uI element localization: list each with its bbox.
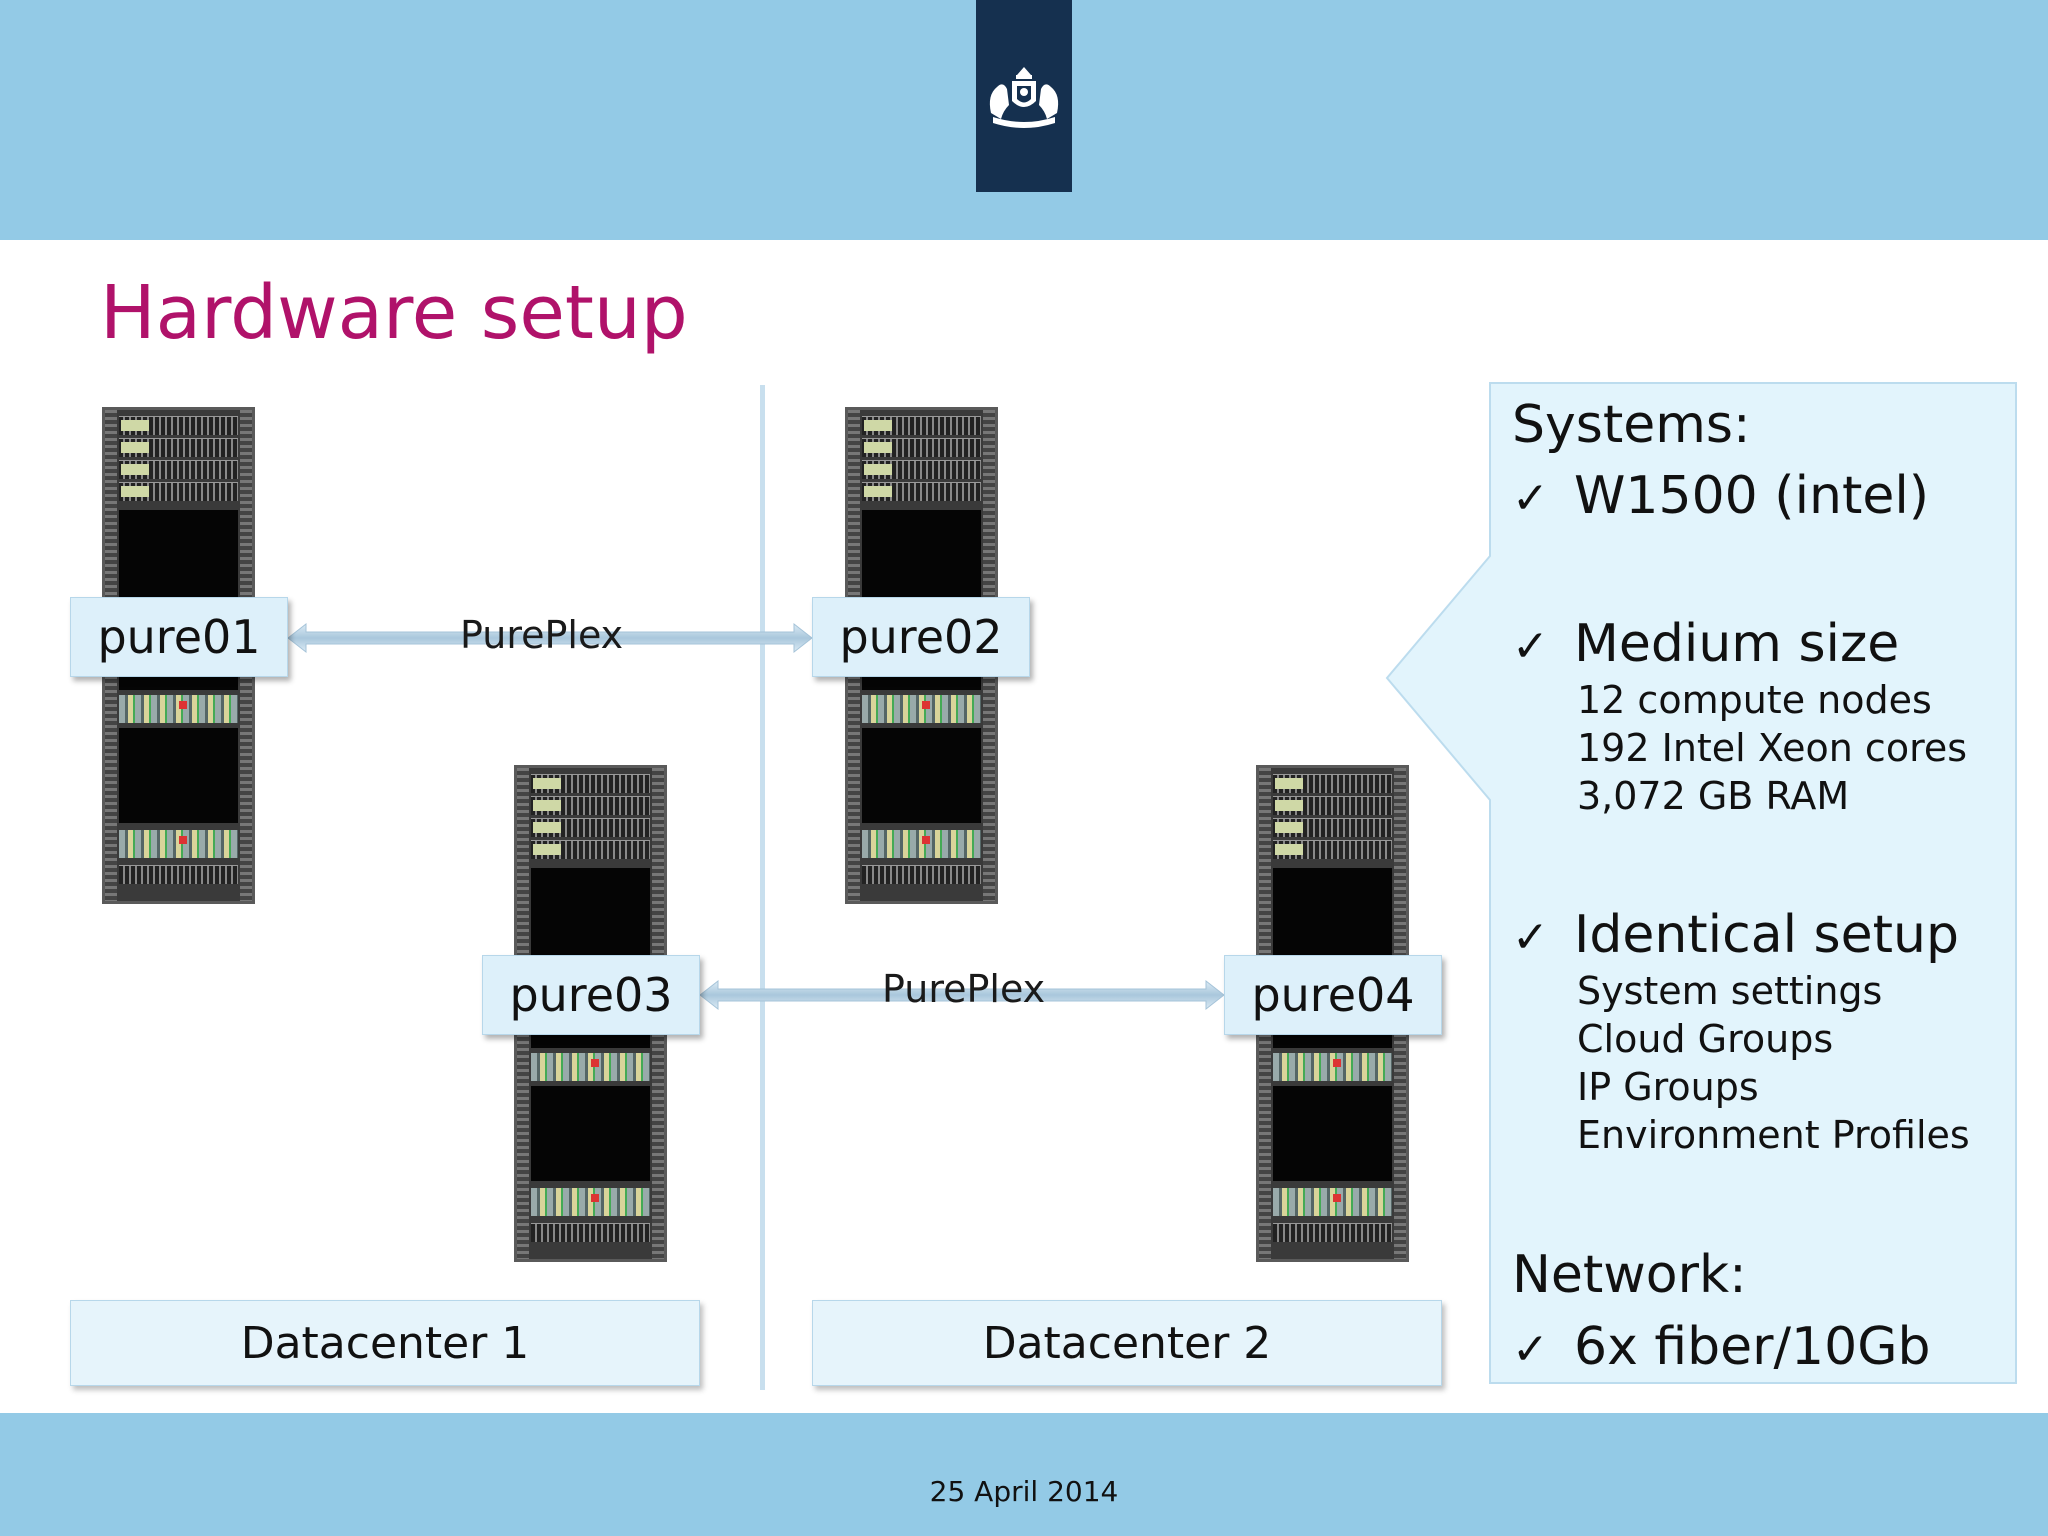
rack-unit xyxy=(119,438,238,457)
node-label-pure01: pure01 xyxy=(70,597,288,677)
unit-panel xyxy=(1275,778,1303,789)
unit-panel xyxy=(533,800,561,811)
unit-panel xyxy=(864,442,892,453)
status-led xyxy=(179,701,187,709)
detail-line: 192 Intel Xeon cores xyxy=(1577,726,1968,770)
identical-setup-details: System settings Cloud Groups IP Groups E… xyxy=(1577,967,1970,1159)
unit-panel xyxy=(864,486,892,497)
blade-row xyxy=(862,830,981,858)
datacenter-label-1: Datacenter 1 xyxy=(70,1300,700,1386)
slide-date: 25 April 2014 xyxy=(929,1475,1119,1508)
node-label-pure03: pure03 xyxy=(482,955,700,1035)
systems-item-w1500: ✓ W1500 (intel) xyxy=(1512,466,1929,526)
unit-panel xyxy=(1275,800,1303,811)
rack-unit xyxy=(862,865,981,884)
unit-panel xyxy=(1275,844,1303,855)
unit-panel xyxy=(864,464,892,475)
rack-unit xyxy=(531,1223,650,1242)
rack-unit xyxy=(119,482,238,501)
detail-line: Environment Profiles xyxy=(1577,1113,1970,1157)
chassis-bay xyxy=(531,1086,650,1181)
medium-size-details: 12 compute nodes 192 Intel Xeon cores 3,… xyxy=(1577,676,1967,820)
datacenter-divider xyxy=(760,385,765,1390)
rack-unit xyxy=(119,865,238,884)
rack-unit xyxy=(862,416,981,435)
network-item: ✓ 6x fiber/10Gb xyxy=(1512,1317,1931,1377)
status-led xyxy=(922,701,930,709)
rack-unit xyxy=(1273,774,1392,793)
rack-unit xyxy=(531,774,650,793)
callout-panel xyxy=(1385,382,2017,1384)
systems-item-identical-setup: ✓ Identical setup xyxy=(1512,905,1959,965)
status-led xyxy=(922,836,930,844)
detail-line: IP Groups xyxy=(1577,1065,1759,1109)
check-icon: ✓ xyxy=(1512,912,1549,963)
blade-row xyxy=(1273,1188,1392,1216)
link-label-2: PurePlex xyxy=(882,967,1046,1011)
item-label: W1500 (intel) xyxy=(1574,466,1930,526)
rack-unit xyxy=(862,438,981,457)
item-label: Medium size xyxy=(1574,614,1900,674)
blade-row xyxy=(862,695,981,723)
blade-row xyxy=(119,830,238,858)
unit-panel xyxy=(121,464,149,475)
rack-unit xyxy=(531,840,650,859)
unit-panel xyxy=(864,420,892,431)
unit-panel xyxy=(121,486,149,497)
unit-panel xyxy=(533,778,561,789)
footer-band xyxy=(0,1413,2048,1536)
rack-unit xyxy=(1273,818,1392,837)
blade-row xyxy=(119,695,238,723)
status-led xyxy=(591,1194,599,1202)
link-label-1: PurePlex xyxy=(460,613,624,657)
slide-title: Hardware setup xyxy=(100,270,688,356)
check-icon: ✓ xyxy=(1512,473,1549,524)
detail-line: System settings xyxy=(1577,969,1883,1013)
blade-row xyxy=(1273,1053,1392,1081)
rack-unit xyxy=(1273,1223,1392,1242)
unit-panel xyxy=(1275,822,1303,833)
systems-heading: Systems: xyxy=(1512,395,1751,455)
rack-unit xyxy=(119,416,238,435)
detail-line: 3,072 GB RAM xyxy=(1577,774,1850,818)
unit-panel xyxy=(533,822,561,833)
check-icon: ✓ xyxy=(1512,1324,1549,1375)
unit-panel xyxy=(121,442,149,453)
datacenter-label-2: Datacenter 2 xyxy=(812,1300,1442,1386)
rack-unit xyxy=(1273,840,1392,859)
status-led xyxy=(1333,1059,1341,1067)
detail-line: 12 compute nodes xyxy=(1577,678,1932,722)
chassis-bay xyxy=(1273,1086,1392,1181)
item-label: 6x fiber/10Gb xyxy=(1574,1317,1931,1377)
chassis-bay xyxy=(119,728,238,823)
blade-row xyxy=(531,1188,650,1216)
unit-panel xyxy=(533,844,561,855)
network-heading: Network: xyxy=(1512,1245,1747,1305)
node-label-pure02: pure02 xyxy=(812,597,1030,677)
chassis-bay xyxy=(862,728,981,823)
item-label: Identical setup xyxy=(1574,905,1959,965)
status-led xyxy=(591,1059,599,1067)
rack-unit xyxy=(862,482,981,501)
rack-unit xyxy=(862,460,981,479)
unit-panel xyxy=(121,420,149,431)
status-led xyxy=(179,836,187,844)
rack-unit xyxy=(1273,796,1392,815)
status-led xyxy=(1333,1194,1341,1202)
rack-unit xyxy=(531,818,650,837)
blade-row xyxy=(531,1053,650,1081)
coat-of-arms-icon xyxy=(989,67,1059,128)
systems-item-medium-size: ✓ Medium size xyxy=(1512,614,1899,674)
check-icon: ✓ xyxy=(1512,621,1549,672)
node-label-pure04: pure04 xyxy=(1224,955,1442,1035)
detail-line: Cloud Groups xyxy=(1577,1017,1834,1061)
coat-of-arms-logo xyxy=(976,0,1072,192)
rack-unit xyxy=(119,460,238,479)
rack-unit xyxy=(531,796,650,815)
